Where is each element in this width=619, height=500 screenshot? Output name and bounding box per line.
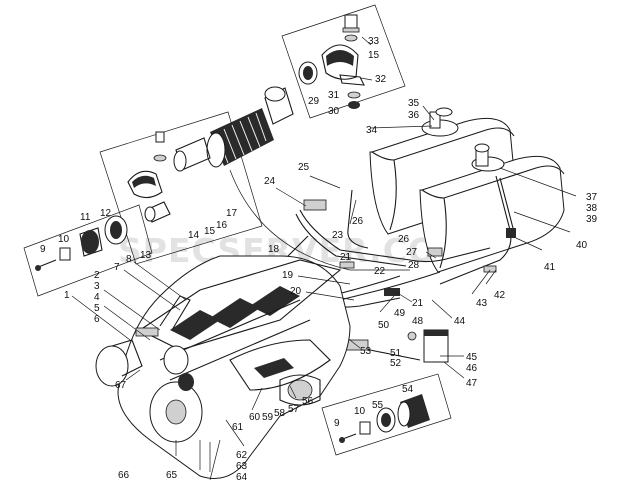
callout-28: 28 xyxy=(408,260,420,271)
callout-27: 27 xyxy=(406,247,418,258)
callout-51: 51 xyxy=(390,348,402,359)
callout-63: 63 xyxy=(236,461,248,472)
callout-9: 9 xyxy=(40,244,46,255)
callout-36: 36 xyxy=(408,110,420,121)
callout-33: 33 xyxy=(368,36,380,47)
clamp-inset-top xyxy=(298,14,373,109)
fuel-tank-lower xyxy=(419,143,565,273)
callout-labels: 33 15 32 29 31 30 35 36 34 25 24 26 37 3… xyxy=(40,36,598,483)
callout-34: 34 xyxy=(366,125,378,136)
callout-1: 1 xyxy=(64,290,70,301)
callout-29: 29 xyxy=(308,96,320,107)
callout-50: 50 xyxy=(378,320,390,331)
engine-block xyxy=(95,255,351,481)
callout-39: 39 xyxy=(586,214,598,225)
callout-15: 15 xyxy=(368,50,380,61)
callout-21: 21 xyxy=(340,252,352,263)
callout-26-lower: 26 xyxy=(398,234,410,245)
clamp-inset-left xyxy=(35,215,128,271)
callout-44: 44 xyxy=(454,316,466,327)
fuel-filter xyxy=(407,329,449,363)
callout-7: 7 xyxy=(114,262,120,273)
callout-37: 37 xyxy=(586,192,598,203)
callout-48: 48 xyxy=(412,316,424,327)
callout-25: 25 xyxy=(298,162,310,173)
callout-43: 43 xyxy=(476,298,488,309)
callout-54: 54 xyxy=(402,384,414,395)
hose-inset-bottom xyxy=(339,394,430,443)
callout-15: 15 xyxy=(204,226,216,237)
callout-59: 59 xyxy=(262,412,274,423)
callout-16: 16 xyxy=(216,220,228,231)
callout-53: 53 xyxy=(360,346,372,357)
callout-58: 58 xyxy=(274,408,286,419)
callout-19: 19 xyxy=(282,270,294,281)
callout-45: 45 xyxy=(466,352,478,363)
callout-55: 55 xyxy=(372,400,384,411)
callout-49: 49 xyxy=(394,308,406,319)
callout-9-bottom: 9 xyxy=(334,418,340,429)
callout-60: 60 xyxy=(249,412,261,423)
callout-56: 56 xyxy=(302,396,314,407)
callout-67: 67 xyxy=(115,380,127,391)
callout-21-lower: 21 xyxy=(412,298,424,309)
callout-4: 4 xyxy=(94,292,100,303)
leader-lines xyxy=(71,105,577,456)
callout-32: 32 xyxy=(375,74,387,85)
callout-30: 30 xyxy=(328,106,340,117)
callout-57: 57 xyxy=(288,404,300,415)
callout-31: 31 xyxy=(328,90,340,101)
callout-13: 13 xyxy=(140,250,152,261)
callout-47: 47 xyxy=(466,378,478,389)
callout-62: 62 xyxy=(236,450,248,461)
callout-6: 6 xyxy=(94,314,100,325)
callout-40: 40 xyxy=(576,240,588,251)
callout-10-bottom: 10 xyxy=(354,406,366,417)
callout-41: 41 xyxy=(544,262,556,273)
callout-66: 66 xyxy=(118,470,130,481)
callout-46: 46 xyxy=(466,363,478,374)
callout-5: 5 xyxy=(94,303,100,314)
callout-18: 18 xyxy=(268,244,280,255)
callout-64: 64 xyxy=(236,472,248,483)
callout-14: 14 xyxy=(188,230,200,241)
callout-24: 24 xyxy=(264,176,276,187)
callout-11: 11 xyxy=(80,212,91,223)
callout-52: 52 xyxy=(390,358,402,369)
callout-35: 35 xyxy=(408,98,420,109)
hose-filter-inset xyxy=(127,86,294,223)
callout-12: 12 xyxy=(100,208,112,219)
callout-10: 10 xyxy=(58,234,70,245)
callout-42: 42 xyxy=(494,290,506,301)
callout-2: 2 xyxy=(94,270,100,281)
callout-8: 8 xyxy=(126,254,132,265)
callout-38: 38 xyxy=(586,203,598,214)
callout-3: 3 xyxy=(94,281,100,292)
callout-22: 22 xyxy=(374,266,386,277)
callout-26: 26 xyxy=(352,216,364,227)
callout-61: 61 xyxy=(232,422,244,433)
callout-17: 17 xyxy=(226,208,238,219)
callout-65: 65 xyxy=(166,470,178,481)
callout-23: 23 xyxy=(332,230,344,241)
callout-20: 20 xyxy=(290,286,302,297)
